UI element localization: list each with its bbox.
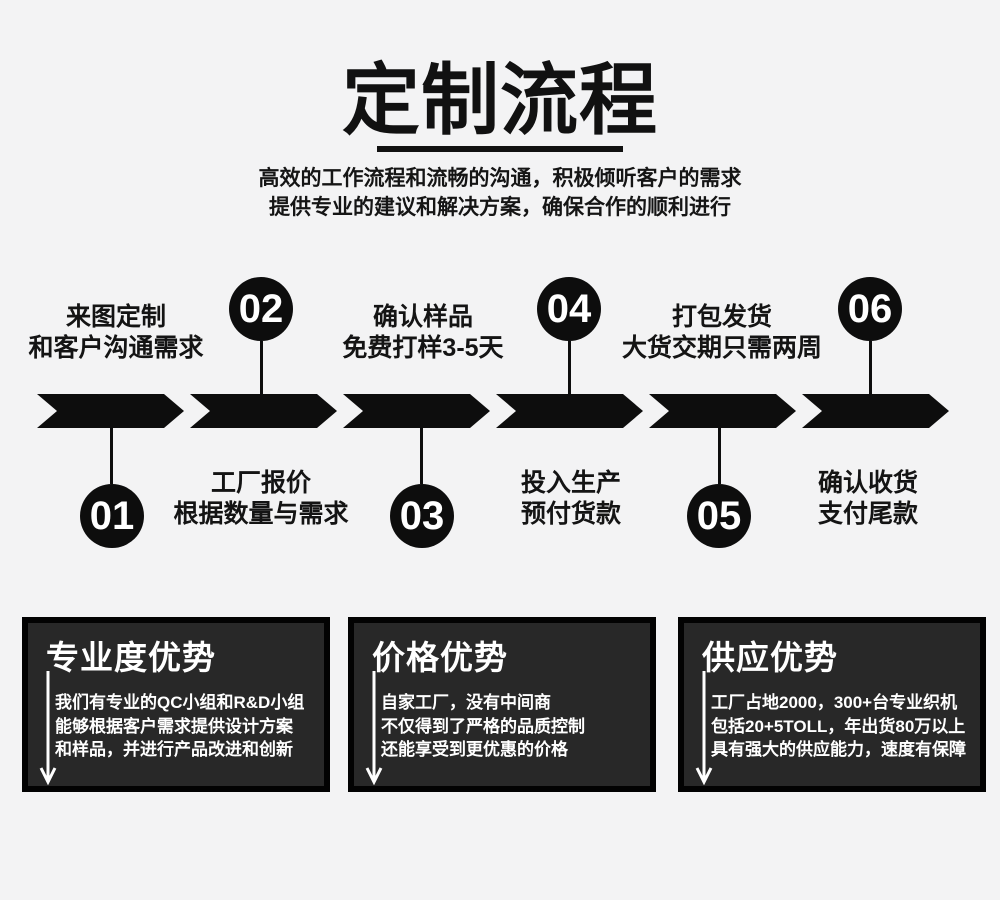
step-02-label: 工厂报价 根据数量与需求 <box>131 468 391 530</box>
step-03-connector <box>420 428 423 484</box>
arrow-segment <box>190 394 337 428</box>
step-06-label-line2: 支付尾款 <box>817 500 918 528</box>
step-04-label-line1: 投入生产 <box>520 469 621 497</box>
advantage-title: 供应优势 <box>702 639 838 676</box>
step-05-connector <box>718 428 721 484</box>
subtitle-line-2: 提供专业的建议和解决方案，确保合作的顺利进行 <box>269 196 731 219</box>
flow-arrow-band <box>37 394 949 428</box>
step-01-label-line1: 来图定制 <box>65 303 166 331</box>
advantage-body-line: 工厂占地2000，300+台专业织机 <box>711 693 958 712</box>
step-01-number-badge: 01 <box>80 484 144 548</box>
step-04-label: 投入生产 预付货款 <box>441 468 701 530</box>
advantage-body: 自家工厂，没有中间商 不仅得到了严格的品质控制 还能享受到更优惠的价格 <box>381 691 644 762</box>
arrow-segment <box>496 394 643 428</box>
step-03-label-line1: 确认样品 <box>372 303 473 331</box>
step-01-label: 来图定制 和客户沟通需求 <box>0 302 246 364</box>
page-subtitle: 高效的工作流程和流畅的沟通，积极倾听客户的需求 提供专业的建议和解决方案，确保合… <box>0 164 1000 222</box>
step-05-number-badge: 05 <box>687 484 751 548</box>
advantage-box-supply: 供应优势 工厂占地2000，300+台专业织机 包括20+5TOLL，年出货80… <box>678 617 986 792</box>
step-02-label-line1: 工厂报价 <box>210 469 311 497</box>
step-01-connector <box>110 428 113 484</box>
title-underline <box>377 146 623 152</box>
advantage-body-line: 我们有专业的QC小组和R&D小组 <box>55 693 305 712</box>
advantage-body: 工厂占地2000，300+台专业织机 包括20+5TOLL，年出货80万以上 具… <box>711 691 974 762</box>
advantage-body-line: 不仅得到了严格的品质控制 <box>381 716 585 736</box>
arrow-segment <box>343 394 490 428</box>
step-05-label-line2: 大货交期只需两周 <box>621 334 822 362</box>
advantage-title: 价格优势 <box>372 639 508 676</box>
down-arrow-icon <box>365 671 383 785</box>
advantage-body-line: 自家工厂，没有中间商 <box>381 693 551 712</box>
step-03-number-badge: 03 <box>390 484 454 548</box>
step-01-label-line2: 和客户沟通需求 <box>28 334 204 362</box>
step-04-label-line2: 预付货款 <box>520 500 621 528</box>
arrow-segment <box>649 394 796 428</box>
step-02-connector <box>260 341 263 394</box>
step-05-label: 打包发货 大货交期只需两周 <box>592 302 852 364</box>
down-arrow-icon <box>695 671 713 785</box>
step-04-number-badge: 04 <box>537 277 601 341</box>
down-arrow-icon <box>39 671 57 785</box>
arrow-segment <box>802 394 949 428</box>
step-06-connector <box>869 341 872 394</box>
step-06-label-line1: 确认收货 <box>817 469 918 497</box>
step-03-label: 确认样品 免费打样3-5天 <box>293 302 553 364</box>
step-06-number-badge: 06 <box>838 277 902 341</box>
subtitle-line-1: 高效的工作流程和流畅的沟通，积极倾听客户的需求 <box>258 167 742 190</box>
advantage-body-line: 包括20+5TOLL，年出货80万以上 <box>711 716 966 736</box>
advantage-body: 我们有专业的QC小组和R&D小组 能够根据客户需求提供设计方案 和样品，并进行产… <box>55 691 318 762</box>
advantage-title: 专业度优势 <box>46 639 216 676</box>
arrow-segment <box>37 394 184 428</box>
advantage-body-line: 还能享受到更优惠的价格 <box>381 740 568 759</box>
page-title: 定制流程 <box>341 56 658 144</box>
step-04-connector <box>568 341 571 394</box>
advantage-box-price: 价格优势 自家工厂，没有中间商 不仅得到了严格的品质控制 还能享受到更优惠的价格 <box>348 617 656 792</box>
step-03-label-line2: 免费打样3-5天 <box>342 334 504 362</box>
step-02-number-badge: 02 <box>229 277 293 341</box>
step-02-label-line2: 根据数量与需求 <box>173 500 349 528</box>
step-06-label: 确认收货 支付尾款 <box>738 468 998 530</box>
advantage-body-line: 能够根据客户需求提供设计方案 <box>55 716 293 736</box>
advantage-body-line: 和样品，并进行产品改进和创新 <box>55 740 293 759</box>
step-05-label-line1: 打包发货 <box>671 303 772 331</box>
advantage-box-professional: 专业度优势 我们有专业的QC小组和R&D小组 能够根据客户需求提供设计方案 和样… <box>22 617 330 792</box>
advantage-body-line: 具有强大的供应能力，速度有保障 <box>711 740 966 759</box>
